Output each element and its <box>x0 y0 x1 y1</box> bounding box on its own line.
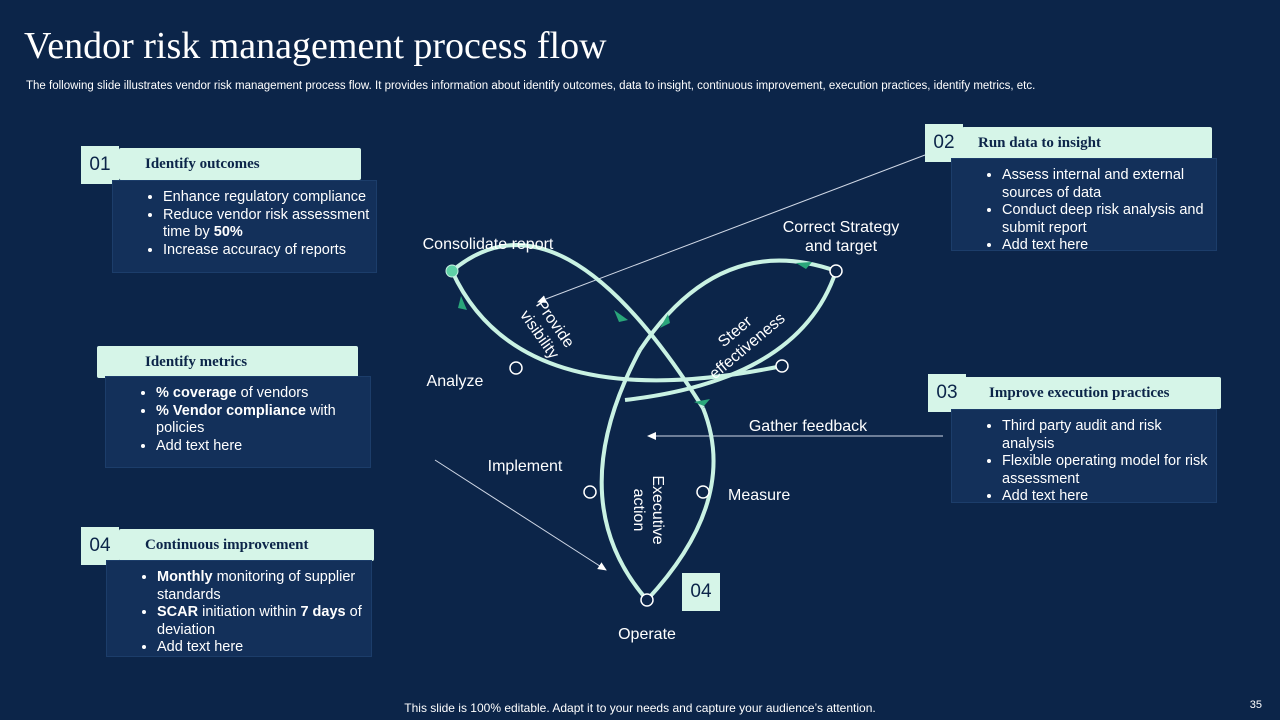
improve-execution-body: Third party audit and risk analysisFlexi… <box>951 409 1217 506</box>
bullet-item: Add text here <box>1002 488 1210 506</box>
continuous-improvement-list: Monthly monitoring of supplier standards… <box>139 569 365 657</box>
node-implement <box>583 485 597 499</box>
improve-execution-list: Third party audit and risk analysisFlexi… <box>984 418 1210 506</box>
identify-metrics-body: % coverage of vendors% Vendor compliance… <box>105 376 371 468</box>
bullet-item: Reduce vendor risk assessment time by 50… <box>163 207 370 242</box>
operate-number-badge: 04 <box>682 573 720 611</box>
label-executive: Executive <box>649 475 666 544</box>
label-correct-strategy-2: and target <box>805 238 878 255</box>
node-analyze <box>509 361 523 375</box>
page-number: 35 <box>1249 699 1262 711</box>
node-operate <box>640 593 654 607</box>
label-correct-strategy-1: Correct Strategy <box>783 219 899 236</box>
green-arrow-1 <box>458 296 467 310</box>
slide-title: Vendor risk management process flow <box>24 25 607 67</box>
bullet-item: Monthly monitoring of supplier standards <box>157 569 365 604</box>
run-data-body: Assess internal and external sources of … <box>951 158 1217 253</box>
bullet-item: Increase accuracy of reports <box>163 242 370 260</box>
bullet-item: Conduct deep risk analysis and submit re… <box>1002 202 1210 237</box>
label-action: action <box>630 489 647 532</box>
green-arrow-4 <box>796 262 812 269</box>
loop-left-2 <box>450 243 705 410</box>
pointer-line-run-data <box>537 154 926 303</box>
bullet-item: % Vendor compliance with policies <box>156 403 364 438</box>
label-analyze: Analyze <box>427 373 484 390</box>
run-data-list: Assess internal and external sources of … <box>984 167 1210 255</box>
bullet-item: Add text here <box>1002 237 1210 255</box>
green-arrow-2 <box>614 310 628 322</box>
bullet-item: Enhance regulatory compliance <box>163 189 370 207</box>
identify-outcomes-number: 01 <box>81 146 119 184</box>
node-correct-strategy <box>829 264 843 278</box>
continuous-improvement-number: 04 <box>81 527 119 565</box>
continuous-improvement-heading: Continuous improvement <box>119 529 374 561</box>
label-operate: Operate <box>618 626 676 643</box>
node-consolidate <box>445 264 459 278</box>
loop-right <box>624 270 838 402</box>
run-data-number: 02 <box>925 124 963 162</box>
label-implement: Implement <box>488 458 563 475</box>
loop-bottom-right <box>645 407 716 602</box>
identify-metrics-list: % coverage of vendors% Vendor compliance… <box>138 385 364 455</box>
label-gather-feedback: Gather feedback <box>749 418 868 435</box>
identify-metrics-heading: Identify metrics <box>97 346 358 378</box>
node-measure <box>696 485 710 499</box>
node-steer <box>775 359 789 373</box>
label-consolidate-report: Consolidate report <box>423 236 554 253</box>
bullet-item: Assess internal and external sources of … <box>1002 167 1210 202</box>
identify-outcomes-heading: Identify outcomes <box>119 148 361 180</box>
slide-subtitle: The following slide illustrates vendor r… <box>26 80 1036 92</box>
loop-bottom-left <box>599 349 649 602</box>
label-measure: Measure <box>728 487 790 504</box>
footer-note: This slide is 100% editable. Adapt it to… <box>404 701 876 715</box>
bullet-item: SCAR initiation within 7 days of deviati… <box>157 604 365 639</box>
run-data-heading: Run data to insight <box>962 127 1212 159</box>
improve-execution-heading: Improve execution practices <box>964 377 1221 409</box>
green-arrow-5 <box>694 399 710 406</box>
green-arrow-3 <box>660 314 670 328</box>
improve-execution-number: 03 <box>928 374 966 412</box>
identify-outcomes-body: Enhance regulatory complianceReduce vend… <box>112 180 377 273</box>
loop-left <box>450 270 783 383</box>
bullet-item: % coverage of vendors <box>156 385 364 403</box>
bullet-item: Flexible operating model for risk assess… <box>1002 453 1210 488</box>
bullet-item: Add text here <box>156 438 364 456</box>
bullet-item: Add text here <box>157 639 365 657</box>
pointer-line-continuous <box>434 459 607 571</box>
continuous-improvement-body: Monthly monitoring of supplier standards… <box>106 560 372 657</box>
bullet-item: Third party audit and risk analysis <box>1002 418 1210 453</box>
identify-outcomes-list: Enhance regulatory complianceReduce vend… <box>145 189 370 259</box>
